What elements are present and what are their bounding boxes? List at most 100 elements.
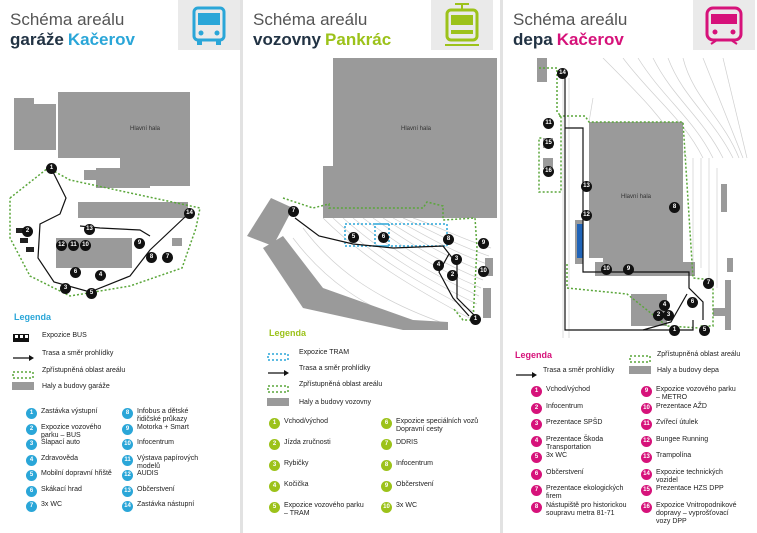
map-depa: Hlavní hala [537, 58, 748, 338]
legend-item-number: 3 [531, 419, 542, 430]
panel-title-place: Pankrác [325, 30, 392, 49]
legend-item-number: 6 [531, 468, 542, 480]
legend-item-number: 1 [269, 418, 280, 429]
legend-item-number: 2 [531, 402, 542, 414]
legend-item-label: Infobus a dětské řidičské průkazy [137, 408, 189, 423]
legend-symbol-label: Trasa a směr prohlídky [42, 350, 114, 357]
legend-item-number: 9 [381, 481, 392, 492]
legend-item-number: 9 [122, 423, 133, 435]
legend-item-number: 14 [122, 501, 133, 512]
legend-item-label: Prezentace Škoda Transportation [546, 435, 604, 451]
panel-title-name: depa [513, 30, 553, 49]
route-arrow-icon [267, 364, 289, 376]
legend-item: 16 Expozice Vnitropodnikové dopravy – vyp… [641, 501, 741, 525]
legend-item-label: Občerstvení [137, 485, 175, 493]
legend-item-label: Expozice Vnitropodnikové dopravy – vypro… [656, 501, 737, 525]
legend-item-label: Mobilní dopravní hřiště [41, 470, 112, 477]
hall-label: Hlavní hala [130, 126, 161, 132]
legend-item-number: 11 [122, 454, 133, 466]
legend-item-label: Zdravověda [41, 454, 78, 462]
legend-item-label: Šlapací auto [41, 439, 80, 446]
legend-symbol-label: Zpřístupněná oblast areálu [299, 381, 383, 388]
legend-item-number: 6 [381, 418, 392, 429]
legend-item-label: Expozice speciálních vozů Dopravní cesty [396, 418, 479, 433]
legend-item-number: 8 [122, 408, 133, 419]
route-arrow-icon [515, 366, 537, 378]
legend-item-label: Vchod/východ [546, 386, 590, 393]
tram-exhibit-icon [267, 348, 289, 361]
legend-item-label: Výstava papírových modelů [137, 454, 199, 470]
legend-item-number: 14 [641, 468, 652, 480]
legend-item-number: 7 [26, 501, 37, 512]
legend-item-number: 2 [26, 423, 37, 435]
map-garaze: Hlavní hala [9, 92, 201, 297]
legend-item-label: Nástupiště pro historickou soupravu metr… [546, 501, 627, 517]
legend-item-label: Zvířecí útulek [656, 419, 699, 426]
panel-separator [500, 0, 503, 533]
panel-separator [240, 0, 243, 533]
panel-title-place: Kačerov [556, 30, 624, 49]
legend-item-number: 5 [269, 502, 280, 513]
legend-item: 3 Prezentace SPŠD [531, 419, 631, 435]
legend-symbol-label: Expozice BUS [42, 332, 87, 339]
panel-title-line1: Schéma areálu [253, 10, 368, 29]
legend-symbol-label: Zpřístupněná oblast areálu [657, 351, 741, 358]
legend-title: Legenda [269, 328, 307, 338]
legend-title: Legenda [14, 312, 52, 322]
bus-exhibit-icon [12, 330, 30, 342]
legend-item-number: 16 [641, 501, 652, 513]
legend-item-label: Infocentrum [546, 402, 583, 410]
building-swatch-icon [629, 366, 651, 374]
panel-title-place: Kačerov [67, 30, 135, 49]
legend-item: 5 Expozice vozového parku – TRAM [269, 502, 369, 518]
legend-item-number: 9 [641, 386, 652, 397]
legend-item: 6 Expozice speciálních vozů Dopravní cest… [381, 418, 481, 434]
legend-item: 11 Výstava papírových modelů [122, 454, 212, 471]
building-swatch-icon [267, 398, 289, 406]
legend-item-number: 4 [26, 454, 37, 466]
legend-item-label: Prezentace SPŠD [546, 419, 603, 426]
legend-symbol-label: Haly a budovy vozovny [299, 399, 371, 406]
legend-item-number: 8 [531, 501, 542, 513]
tram-icon [431, 0, 493, 50]
legend-item-label: Prezentace HZS DPP [656, 485, 724, 492]
legend-item: 8 Infobus a dětské řidičské průkazy [122, 408, 212, 424]
legend-item-number: 7 [531, 485, 542, 496]
legend-item-number: 3 [26, 439, 37, 450]
legend-item-number: 3 [269, 460, 280, 471]
legend-item-number: 7 [381, 439, 392, 450]
legend-item-label: Bungee Running [656, 435, 709, 443]
legend-symbol-label: Zpřístupněná oblast areálu [42, 367, 126, 374]
metro-icon [693, 0, 755, 50]
legend-item-label: Expozice vozového parku – TRAM [284, 502, 364, 517]
legend-item-number: 4 [531, 435, 542, 447]
legend-item-label: Infocentrum [396, 460, 433, 467]
panel-title-name: garáže [10, 30, 64, 49]
legend-item-number: 13 [641, 452, 652, 463]
legend-item-label: Trampolína [656, 452, 692, 459]
legend-item-label: Jízda zručnosti [284, 439, 331, 446]
legend-symbol-label: Expozice TRAM [299, 349, 350, 356]
legend-item-number: 15 [641, 485, 652, 496]
legend-item-number: 4 [269, 481, 280, 492]
legend-item: 2 Infocentrum [531, 402, 631, 419]
accessible-area-icon [267, 380, 289, 393]
